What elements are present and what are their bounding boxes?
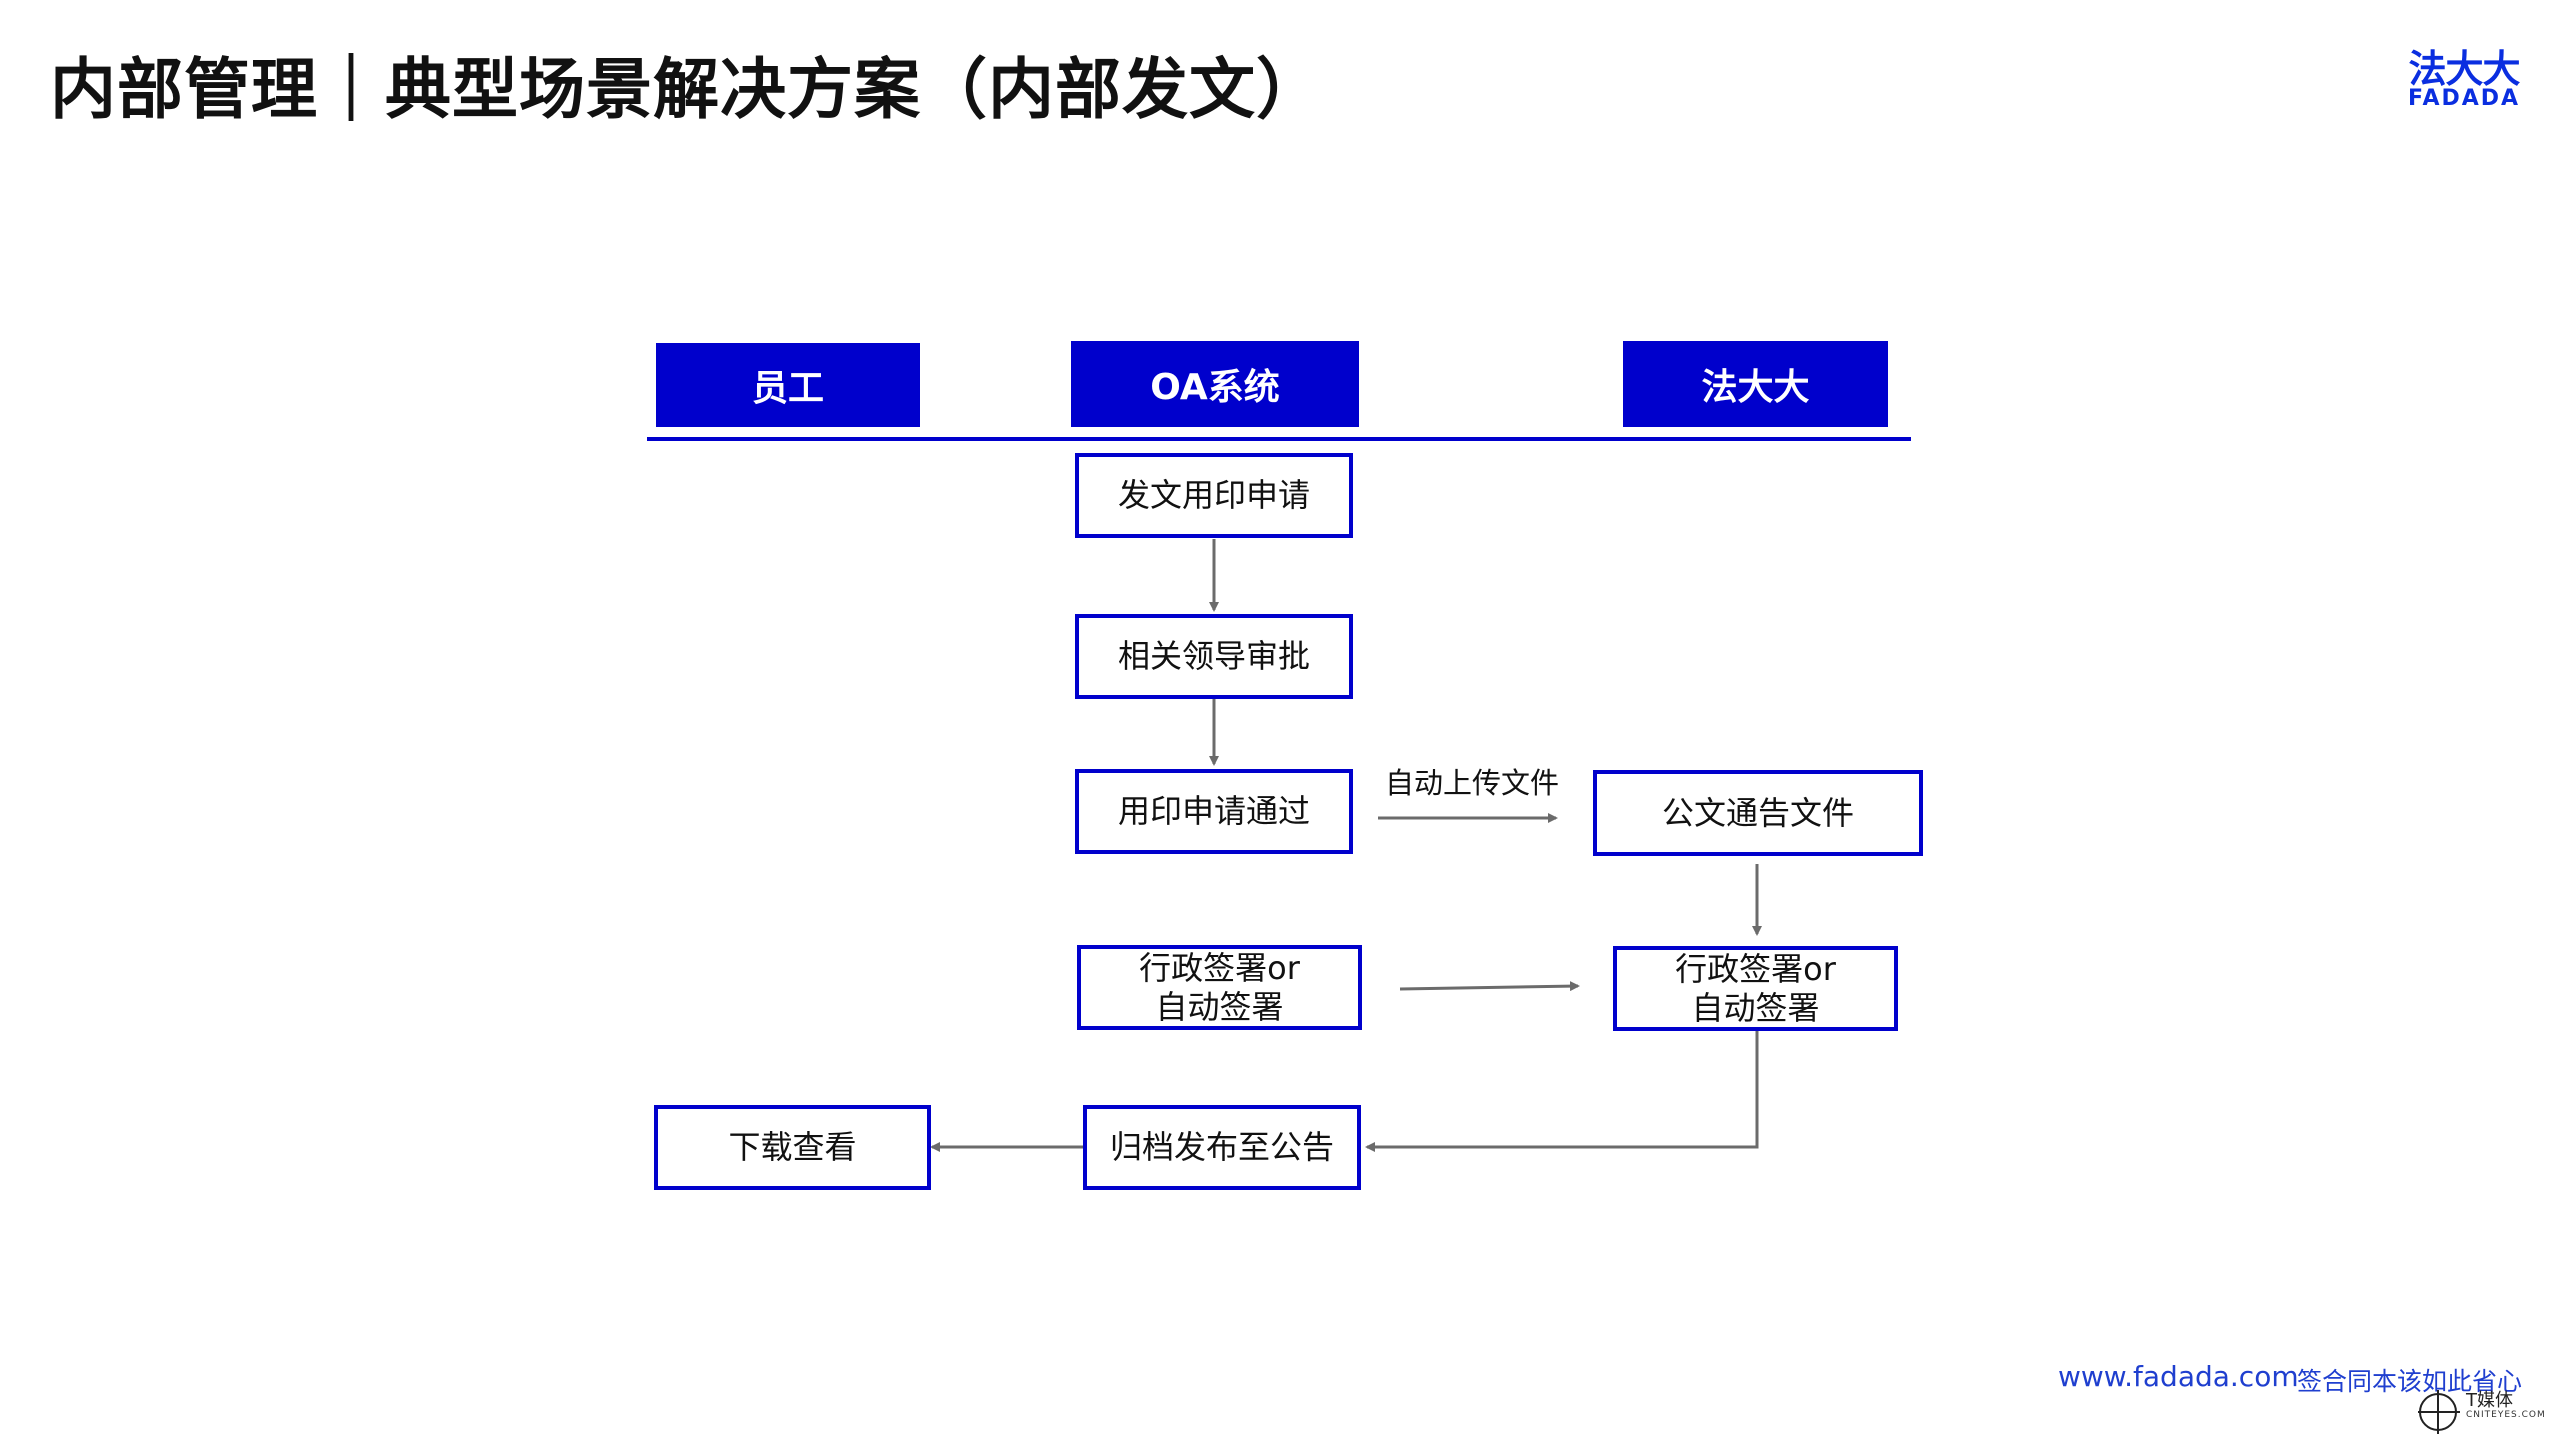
step-sign-oa-line1: 行政签署or [1139,949,1300,988]
step-sign-fadada: 行政签署or 自动签署 [1613,946,1898,1031]
lane-header-oa-system: OA系统 [1071,341,1359,427]
arrow-label-auto-upload: 自动上传文件 [1385,766,1560,800]
fadada-logo: 法大大 FADADA [2405,50,2523,110]
step-sign-fadada-line2: 自动签署 [1691,988,1820,1027]
logo-cn-text: 法大大 [2408,47,2520,91]
step-leader-approval: 相关领导审批 [1075,614,1353,699]
step-download-view: 下载查看 [654,1105,931,1190]
page-title: 内部管理｜典型场景解决方案（内部发文） [50,51,1323,128]
footer-slogan: 签合同本该如此省心 [2297,1367,2523,1396]
lane-divider-line [647,437,1911,441]
watermark: T媒体 CNITEYES.COM [2418,1386,2548,1436]
arrow-sign-fdd-to-archive [1365,1030,1759,1152]
step-sign-oa-line2: 自动签署 [1155,987,1284,1026]
watermark-text: T媒体 [2466,1390,2513,1411]
step-application-passed: 用印申请通过 [1075,769,1353,854]
step-notice-document: 公文通告文件 [1593,770,1923,856]
footer-url: www.fadada.com [2058,1360,2299,1393]
lane-header-employee: 员工 [656,343,920,427]
step-apply-seal: 发文用印申请 [1075,453,1353,538]
step-archive-publish: 归档发布至公告 [1083,1105,1361,1190]
watermark-subtext: CNITEYES.COM [2466,1410,2546,1420]
logo-en-text: FADADA [2407,86,2521,111]
watermark-crosshair-icon [2418,1390,2460,1434]
arrow-sign-oa-to-sign-fdd [1399,981,1580,992]
lane-header-fadada: 法大大 [1623,341,1888,427]
step-sign-fadada-line1: 行政签署or [1675,950,1836,989]
step-sign-oa: 行政签署or 自动签署 [1077,945,1362,1030]
